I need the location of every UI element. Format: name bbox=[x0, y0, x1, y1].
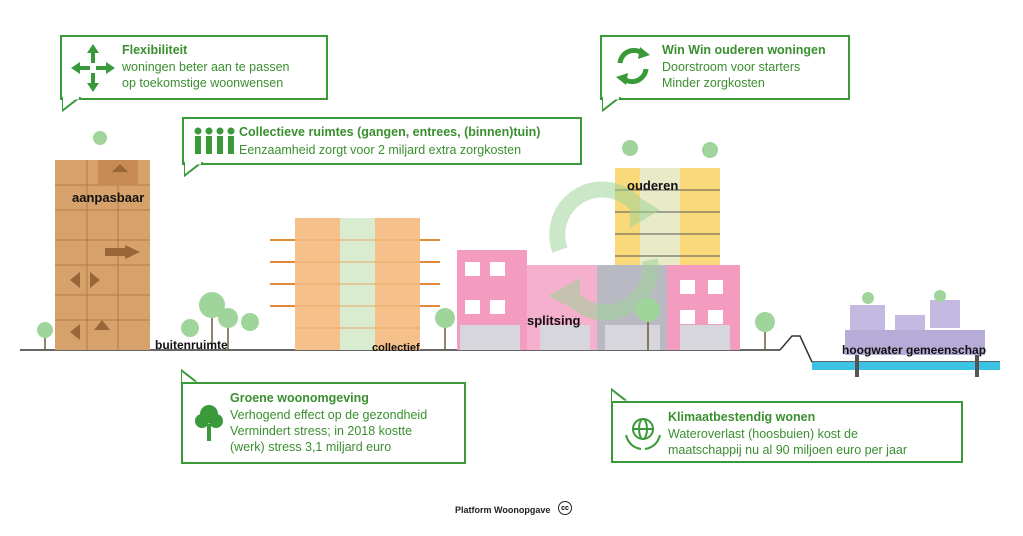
label-ouderen: ouderen bbox=[627, 178, 679, 193]
arrows-move-icon bbox=[71, 44, 115, 92]
label-splitsing: splitsing bbox=[527, 313, 581, 328]
callout-winwin: Win Win ouderen woningen Doorstroom voor… bbox=[600, 35, 850, 100]
label-collectief: collectief bbox=[372, 342, 420, 354]
callout-title: Win Win ouderen woningen bbox=[662, 43, 826, 57]
recycle-arrows-icon bbox=[616, 47, 650, 85]
callout-tail bbox=[602, 97, 622, 113]
tree-icon bbox=[195, 405, 223, 441]
trees bbox=[37, 131, 946, 338]
callout-groen: Groene woonomgeving Verhogend effect op … bbox=[181, 382, 466, 464]
callout-title: Klimaatbestendig wonen bbox=[668, 410, 816, 424]
callout-line: op toekomstige woonwensen bbox=[122, 76, 284, 90]
callout-klimaat: Klimaatbestendig wonen Wateroverlast (ho… bbox=[611, 401, 963, 463]
tree-trunks bbox=[44, 318, 766, 350]
label-buitenruimte: buitenruimte bbox=[155, 338, 228, 352]
people-group-icon bbox=[194, 127, 235, 154]
callout-line: Verhogend effect op de gezondheid bbox=[230, 408, 428, 422]
callout-line: Minder zorgkosten bbox=[662, 76, 765, 90]
label-hoogwater: hoogwater gemeenschap bbox=[842, 343, 987, 357]
callout-line: maatschappij nu al 90 miljoen euro per j… bbox=[668, 443, 908, 457]
cycle-arrows-graphic bbox=[548, 181, 660, 321]
callout-line: Wateroverlast (hoosbuien) kost de bbox=[668, 427, 858, 441]
collectief-building bbox=[270, 218, 440, 350]
callout-line: Eenzaamheid zorgt voor 2 miljard extra z… bbox=[239, 143, 522, 157]
callout-tail bbox=[62, 97, 82, 113]
callout-line: (werk) stress 3,1 miljard euro bbox=[230, 440, 392, 454]
splitsing-building bbox=[457, 250, 740, 350]
aanpasbaar-building bbox=[55, 160, 150, 350]
callout-line: Vermindert stress; in 2018 kostte bbox=[230, 424, 413, 438]
water-strip bbox=[812, 362, 1000, 370]
callout-flexibiliteit: Flexibiliteit woningen beter aan te pass… bbox=[60, 35, 328, 100]
callout-line: woningen beter aan te passen bbox=[122, 60, 290, 74]
callout-collectief: Collectieve ruimtes (gangen, entrees, (b… bbox=[182, 117, 582, 165]
callout-title: Flexibiliteit bbox=[122, 43, 188, 57]
callout-tail bbox=[184, 162, 204, 178]
footer-credit: Platform Woonopgave bbox=[455, 505, 551, 515]
cc-license-icon: cc bbox=[558, 501, 572, 515]
hoogwater-building bbox=[845, 300, 985, 377]
globe-hands-icon bbox=[625, 418, 661, 450]
callout-title: Collectieve ruimtes (gangen, entrees, (b… bbox=[239, 125, 541, 139]
callout-title: Groene woonomgeving bbox=[230, 391, 369, 405]
label-aanpasbaar: aanpasbaar bbox=[72, 190, 145, 205]
callout-line: Doorstroom voor starters bbox=[662, 60, 801, 74]
